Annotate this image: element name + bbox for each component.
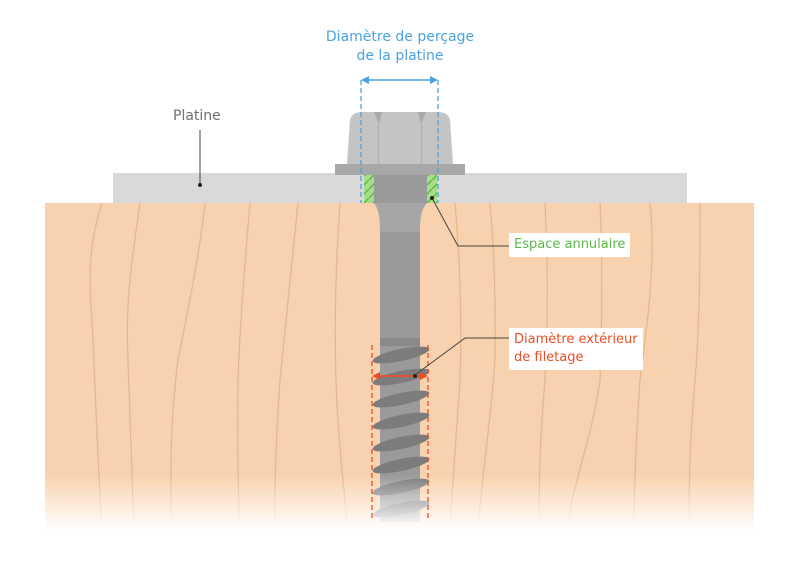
thread-diameter-label-line2: de filetage bbox=[514, 350, 584, 365]
screw bbox=[335, 112, 465, 522]
bottom-fade bbox=[0, 475, 800, 530]
annular-gap-label: Espace annulaire bbox=[509, 233, 631, 257]
annular-gap-left bbox=[364, 175, 374, 203]
leader-lines bbox=[198, 130, 509, 378]
drill-diameter-dimension bbox=[360, 76, 439, 203]
drill-diameter-title-line1: Diamètre de perçage bbox=[325, 29, 475, 45]
thread-diameter-label: Diamètre extérieur de filetage bbox=[509, 328, 643, 370]
drill-diameter-title: Diamètre de perçage de la platine bbox=[300, 28, 500, 66]
thread-diameter-label-line1: Diamètre extérieur bbox=[514, 332, 638, 347]
annular-gap-right bbox=[427, 175, 437, 203]
drill-diameter-title-line2: de la platine bbox=[356, 48, 444, 64]
platine-label: Platine bbox=[173, 108, 221, 124]
